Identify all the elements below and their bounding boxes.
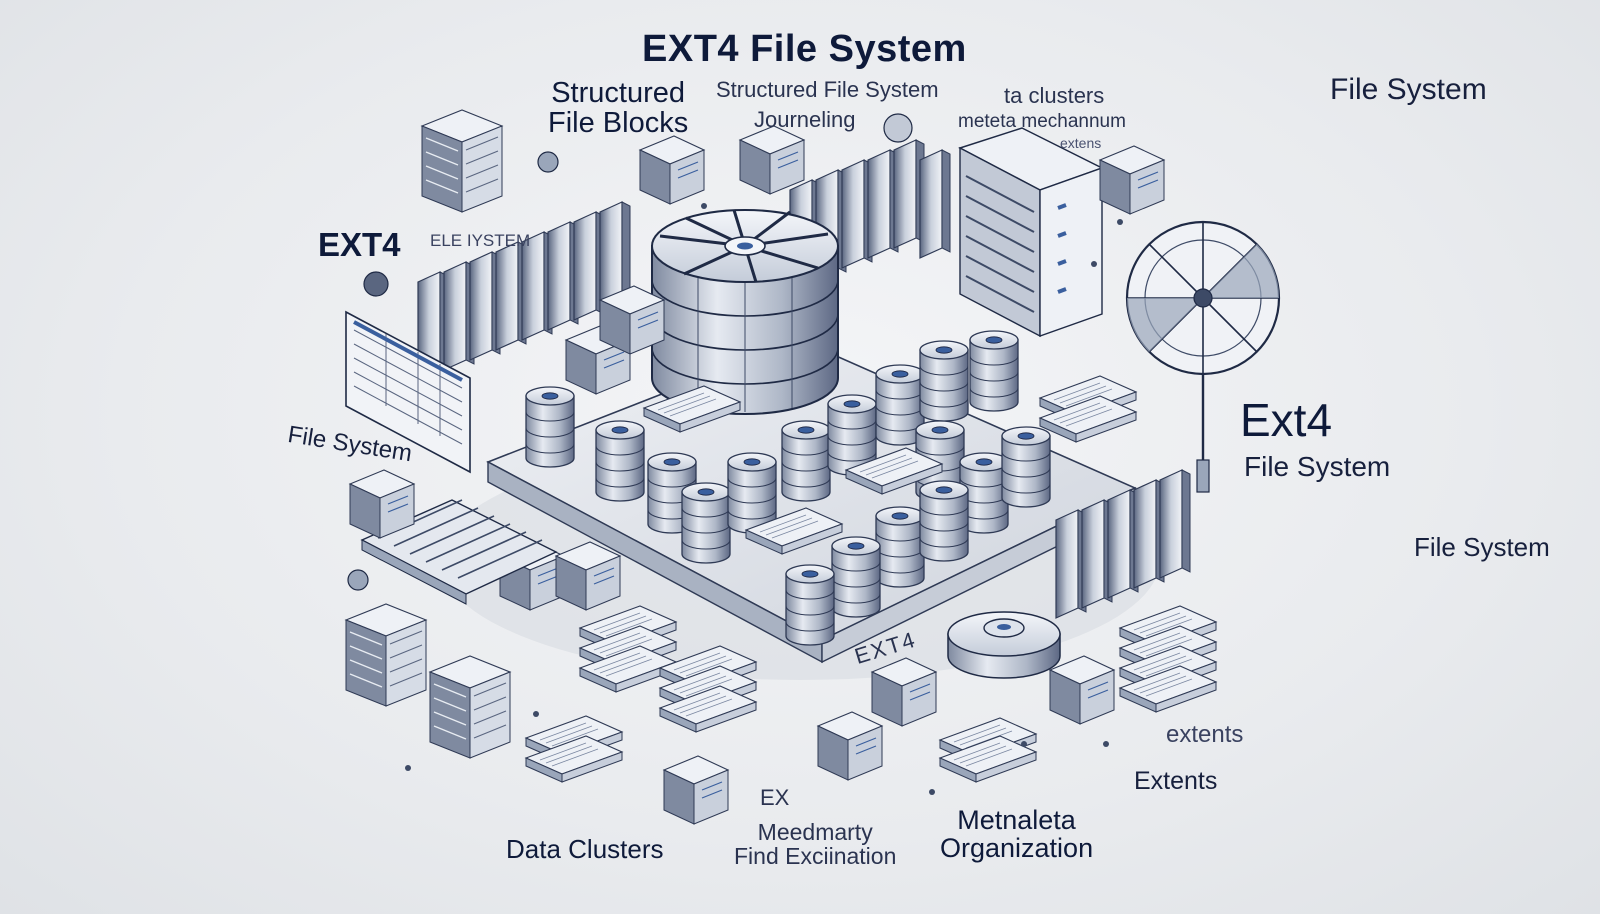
label-data-clusters: Data Clusters	[506, 834, 664, 864]
reel-antenna	[1125, 220, 1281, 493]
spreadsheet-panel	[345, 310, 471, 474]
label-metadata-organization: Metnaleta Organization	[940, 806, 1093, 863]
file-stacks-right	[1039, 375, 1217, 713]
scattered-icons	[347, 113, 1165, 591]
label-ta-clusters: ta clusters	[1004, 83, 1105, 108]
server-rack	[958, 127, 1104, 338]
decorative-dots	[405, 203, 1123, 795]
label-file-system-right: File System	[1244, 451, 1391, 482]
label-metadata-organization-line1: Metnaleta	[957, 805, 1076, 835]
label-extents: Extents	[1134, 767, 1218, 795]
label-structured-file-blocks: Structured File Blocks	[548, 78, 688, 139]
disk-drum	[651, 209, 839, 415]
label-structured-file-system: Structured File System	[716, 77, 939, 102]
label-ext-small: EX	[760, 785, 790, 810]
label-metadata-mechanism: meteta mechannum	[958, 111, 1126, 132]
label-ext4-left: EXT4	[318, 226, 401, 263]
label-structured-file-blocks-line2: File Blocks	[548, 107, 689, 140]
mini-server-top-left	[421, 109, 503, 213]
label-meedmarty: Meedmarty Find Exciination	[734, 820, 896, 868]
label-file-system-far-right: File System	[1414, 532, 1550, 562]
disc-drive	[947, 611, 1061, 679]
label-file-system-top-right: File System	[1330, 73, 1487, 106]
diagram-title: EXT4 File System	[642, 28, 967, 70]
label-journaling: Journeling	[754, 107, 856, 132]
label-meedmarty-line2: Find Exciination	[734, 843, 897, 870]
label-structured-file-blocks-line1: Structured	[551, 77, 685, 109]
label-metadata-organization-line2: Organization	[940, 833, 1094, 864]
label-extens: extens	[1060, 135, 1102, 151]
label-meedmarty-line1: Meedmarty	[757, 819, 873, 845]
label-ext4-left-sub: ELE IYSTEM	[430, 231, 531, 250]
label-ext4-right: Ext4	[1240, 394, 1333, 446]
label-extents-small: extents	[1166, 721, 1244, 748]
